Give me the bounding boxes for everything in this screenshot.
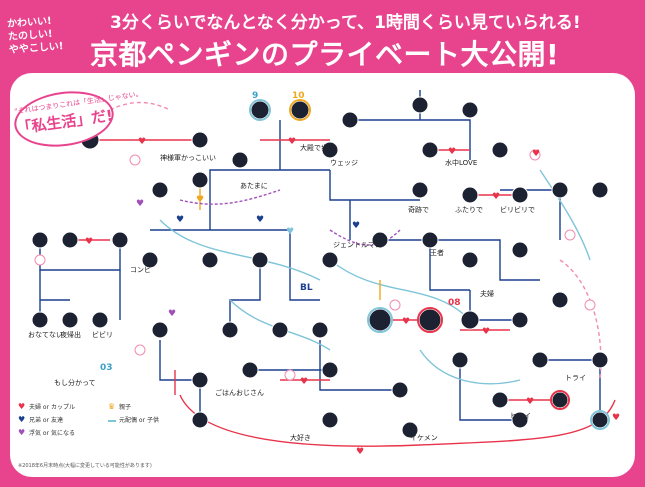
label-daisuki: 大好き	[290, 433, 311, 442]
label-ojisan: ごはんおじさん	[215, 388, 264, 397]
heart-icon: ♥	[18, 414, 26, 424]
label-ookizuki: 大殿で歩く	[300, 143, 335, 152]
svg-text:♥: ♥	[136, 199, 144, 209]
svg-text:♥: ♥	[288, 137, 296, 147]
label-yoru: 夜帰出	[60, 330, 81, 339]
label-hisui: ヒスイ	[510, 412, 531, 420]
svg-text:♥: ♥	[85, 237, 93, 247]
svg-text:♥: ♥	[356, 447, 364, 457]
legend-item-parent: ♛ 親子	[108, 401, 132, 411]
label-kakkoii: 神様軍かっこいい	[160, 153, 216, 162]
svg-text:♥: ♥	[286, 227, 294, 237]
legend-item-ex: 元配偶 or 子供	[108, 415, 159, 424]
svg-text:♥: ♥	[612, 413, 620, 423]
label-konbi: コンビ	[130, 265, 151, 274]
legend-item-couple: ♥ 夫婦 or カップル	[18, 401, 75, 411]
label-juu: 10	[292, 91, 305, 101]
label-tsuma: 夫婦	[480, 289, 494, 298]
svg-text:♥: ♥	[256, 215, 264, 225]
label-onaine: おなてない	[28, 331, 63, 339]
label-jelly: ジェントルマン	[333, 241, 382, 249]
svg-text:♥: ♥	[448, 147, 456, 157]
label-atama: あたまに	[240, 182, 268, 190]
heart-icon: ♥	[18, 427, 26, 437]
svg-text:♥: ♥	[300, 377, 308, 387]
label-ouja: 王者	[430, 249, 444, 257]
label-ikemen: イケメン	[410, 434, 438, 442]
label-torai: トライ	[565, 374, 586, 382]
heart-icon: ♥	[138, 137, 146, 147]
label-kiseki: 奇跡で	[408, 205, 429, 214]
dash-icon	[108, 419, 116, 422]
page-title: 京都ペンギンのプライベート大公開!	[90, 38, 560, 71]
penguin-nodes	[31, 96, 610, 439]
legend-item-friend: ♥ 兄弟 or 友達	[18, 414, 63, 424]
label-bl: BL	[300, 283, 313, 293]
heart-icons: ♥ ♥ ♥ ♥ ♥ ♥ ♥ ♥ ♥ ♥ ♥ ♥ ♥ ♥ ♥ ♥ ♥ ♥ ♥	[85, 137, 620, 457]
label-san: 03	[100, 363, 113, 373]
label-futari: ふたりで	[455, 206, 483, 214]
svg-text:♥: ♥	[176, 215, 184, 225]
line-family-left	[39, 240, 121, 271]
label-rei: 08	[448, 298, 461, 308]
svg-text:♥: ♥	[492, 192, 500, 202]
label-wedge: ウェッジ	[330, 159, 358, 167]
svg-text:♥: ♥	[352, 221, 360, 231]
label-bibi: ビビリ	[92, 330, 113, 339]
node-labels: 神様軍かっこいい 大殿で歩く 水中LOVE ウェッジ ふたりで 奇跡で ビリビリ…	[28, 91, 586, 442]
svg-text:♥: ♥	[532, 149, 540, 159]
svg-text:♥: ♥	[196, 195, 204, 205]
label-moshika: もし分かって	[54, 378, 96, 387]
svg-text:♥: ♥	[526, 397, 534, 407]
svg-text:♥: ♥	[402, 317, 410, 327]
heart-icon: ♥	[18, 401, 26, 411]
label-kyuu: 9	[252, 91, 258, 101]
label-suichu: 水中LOVE	[445, 158, 477, 167]
crown-icon: ♛	[108, 401, 116, 411]
legend-item-crush: ♥ 浮気 or 気になる	[18, 427, 75, 437]
label-mondai: ビリビリで	[500, 205, 535, 214]
svg-text:♥: ♥	[482, 327, 490, 337]
svg-text:♥: ♥	[168, 309, 176, 319]
headline: 3分くらいでなんとなく分かって、1時間くらい見ていられる!	[110, 13, 581, 33]
footnote: ※2018年6月末時点(大幅に変更している可能性があります)	[18, 463, 152, 469]
connector-lines	[39, 90, 616, 447]
